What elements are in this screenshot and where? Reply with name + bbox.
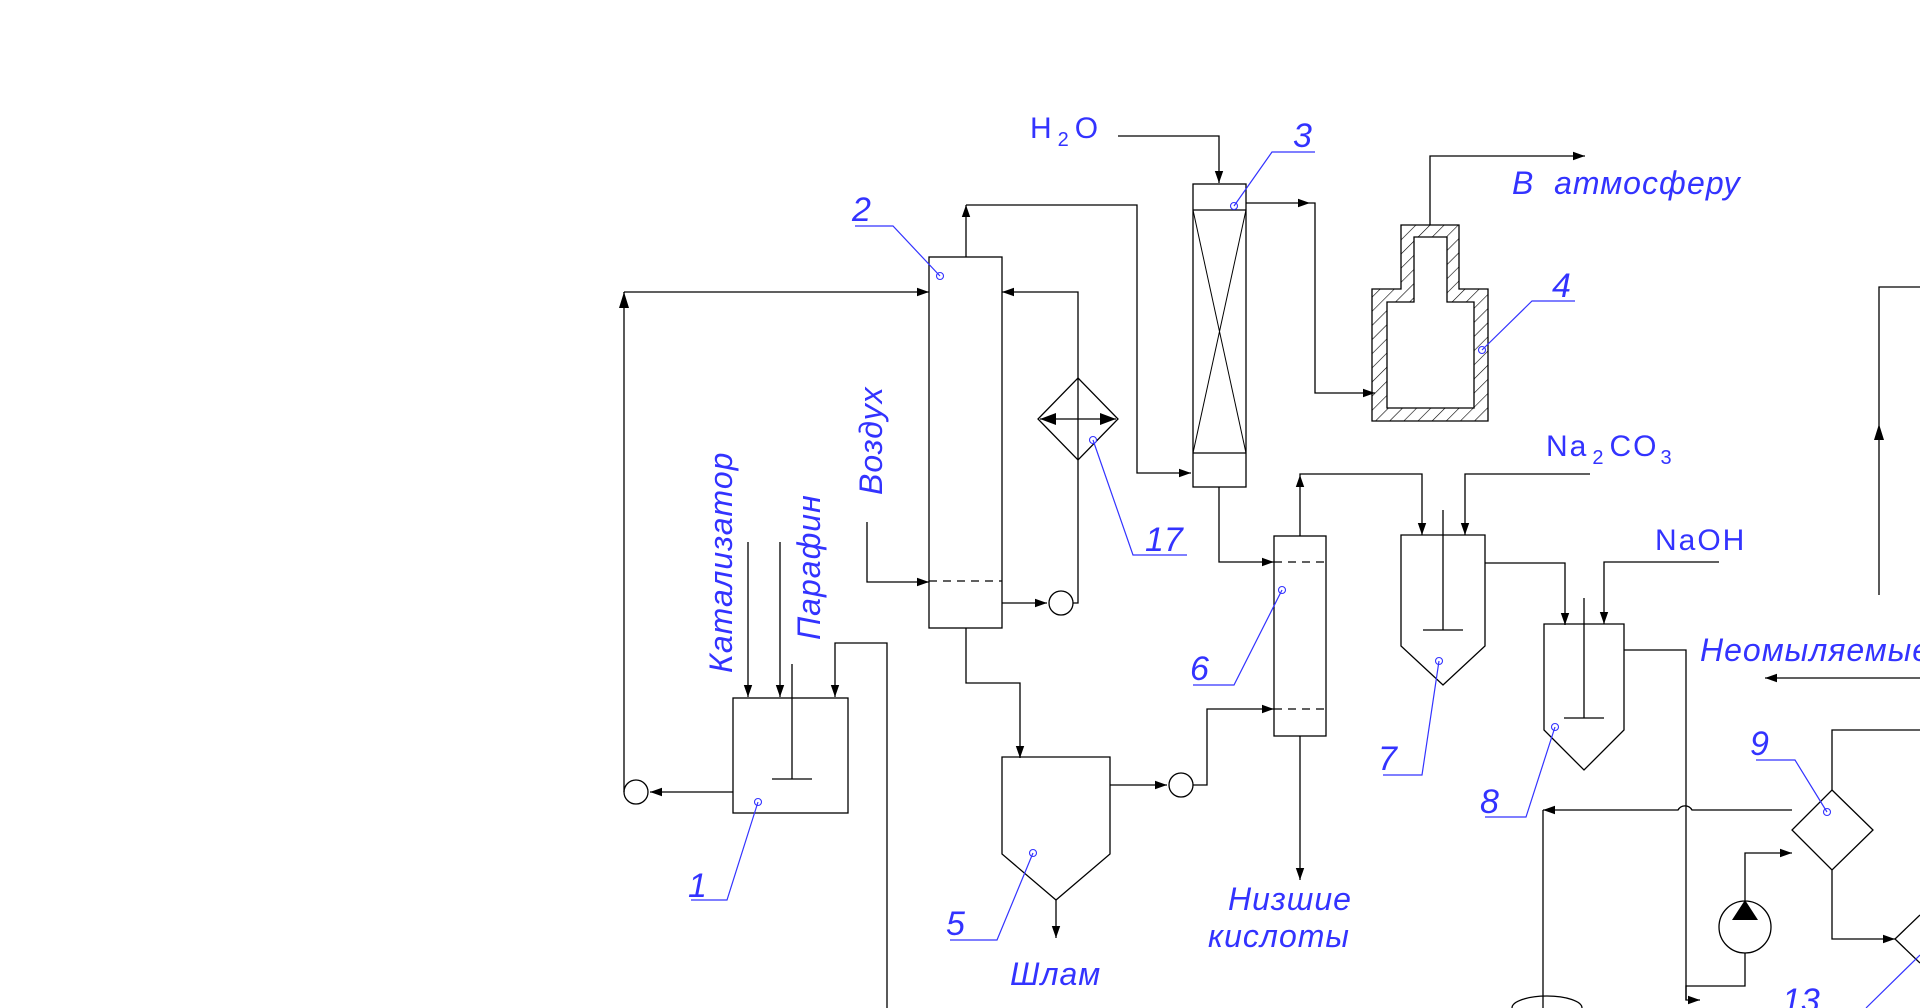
unit-9-separator: [1511, 286, 1920, 1008]
catalyst-label: Катализатор: [703, 452, 739, 673]
unit-number-17: 17: [1145, 521, 1184, 559]
unit-number-13: 13: [1782, 982, 1820, 1008]
unit-3-absorber: [1118, 135, 1375, 567]
air-label: Воздух: [853, 386, 889, 495]
unit-number-5: 5: [946, 905, 965, 943]
unit-8-saponifier: [1485, 561, 1719, 1005]
unit-4-furnace: [1371, 151, 1585, 422]
lower-acids-label-2: кислоты: [1208, 918, 1350, 954]
atmosphere-label: В атмосферу: [1512, 165, 1742, 201]
lower-acids-label-1: Низшие: [1228, 881, 1352, 917]
unit-17-heat-exchanger: [1037, 377, 1187, 556]
unit-2-oxidation-column: [855, 204, 1191, 758]
unit-number-2: 2: [851, 191, 871, 229]
unit-1-mixer: [619, 287, 929, 1008]
unit-number-8: 8: [1480, 783, 1499, 821]
unit-number-4: 4: [1552, 267, 1571, 305]
unsaponifiable-label: Неомыляемые: [1700, 632, 1920, 668]
naoh-label: NaOH: [1655, 524, 1746, 557]
unit-7-neutralizer: [1383, 473, 1590, 776]
sludge-label: Шлам: [1010, 956, 1101, 992]
paraffin-label: Парафин: [791, 494, 827, 640]
unit-5-settler: [950, 704, 1274, 941]
unit-numbers: 1 2 3 4 5 6 7 8 9 13 17: [688, 117, 1820, 1008]
unit-number-9: 9: [1750, 725, 1769, 763]
unit-number-3: 3: [1293, 117, 1312, 155]
unit-number-1: 1: [688, 867, 707, 905]
unit-number-6: 6: [1190, 650, 1209, 688]
unit-6-separator-column: [1193, 473, 1427, 880]
unit-number-7: 7: [1378, 740, 1398, 778]
